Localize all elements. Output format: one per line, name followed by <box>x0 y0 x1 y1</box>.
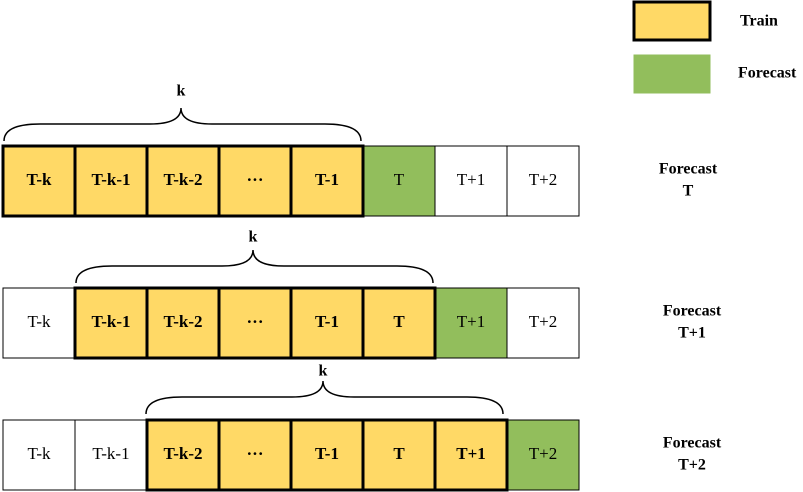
cell <box>75 420 147 490</box>
cell-label: T <box>393 312 405 331</box>
cell <box>291 146 363 216</box>
legend: Train Forecast <box>632 0 797 94</box>
cell <box>363 420 435 490</box>
cell-label: T+2 <box>529 312 557 331</box>
cell <box>435 288 507 358</box>
cell <box>507 420 579 490</box>
train-window-outline <box>73 286 437 360</box>
row-caption-line1: Forecast <box>663 435 722 452</box>
cell <box>75 288 147 358</box>
cell <box>3 146 75 216</box>
k-brace <box>75 249 434 284</box>
window-row-3: k T-k T-k-1 T-k-2 ··· T-1 T T+1 T+2 <box>2 363 722 492</box>
cell <box>75 146 147 216</box>
row-caption-line2: T+2 <box>678 457 706 474</box>
row-cells: T-k T-k-1 T-k-2 ··· T-1 T T+1 T+2 <box>1 144 580 218</box>
cell-label: T+1 <box>456 444 486 463</box>
cell-label: T-k <box>28 312 51 331</box>
cell-label: T-1 <box>315 444 339 463</box>
row-caption-line1: Forecast <box>659 161 718 178</box>
legend-forecast-swatch <box>633 54 711 94</box>
cell <box>219 420 291 490</box>
cell <box>291 420 363 490</box>
cell-label: ··· <box>246 312 263 331</box>
cell-label: T+1 <box>457 170 485 189</box>
cell <box>507 146 579 216</box>
cell <box>147 146 219 216</box>
cell <box>219 288 291 358</box>
row-cells: T-k T-k-1 T-k-2 ··· T-1 T T+1 T+2 <box>2 418 580 492</box>
k-label: k <box>319 363 328 380</box>
row-caption-line2: T+1 <box>678 325 706 342</box>
cell-label: T-k-2 <box>163 444 202 463</box>
cell <box>147 420 219 490</box>
cell <box>363 288 435 358</box>
k-label: k <box>177 83 186 100</box>
row-caption-line2: T <box>683 183 694 200</box>
window-row-2: k T-k T-k-1 T-k-2 ··· T-1 T T+1 T+2 <box>2 229 722 360</box>
cell-label: T+2 <box>529 444 557 463</box>
cell-label: T <box>394 170 405 189</box>
cell-label: ··· <box>246 170 263 189</box>
cell-label: T-k-2 <box>163 170 202 189</box>
cell <box>3 288 75 358</box>
cell-label: T-k-1 <box>91 312 130 331</box>
cell-label: T-k-1 <box>92 444 129 463</box>
cell-label: T+1 <box>457 312 485 331</box>
cell-label: T-k-2 <box>163 312 202 331</box>
cell-label: T <box>393 444 405 463</box>
cell-label: ··· <box>246 444 263 463</box>
cell <box>435 420 507 490</box>
cell-label: T-k-1 <box>91 170 130 189</box>
k-brace <box>3 107 362 142</box>
row-caption-line1: Forecast <box>663 303 722 320</box>
cell-label: T-k <box>27 170 52 189</box>
row-cells: T-k T-k-1 T-k-2 ··· T-1 T T+1 T+2 <box>2 286 580 360</box>
cell-label: T-k <box>28 444 51 463</box>
cell <box>507 288 579 358</box>
legend-train-swatch <box>632 0 712 42</box>
legend-train-label: Train <box>740 13 778 30</box>
train-window-outline <box>1 144 365 218</box>
k-label: k <box>249 229 258 246</box>
train-window-outline <box>145 418 509 492</box>
cell <box>291 288 363 358</box>
legend-forecast-label: Forecast <box>738 65 797 82</box>
cell <box>3 420 75 490</box>
cell-label: T-1 <box>315 312 339 331</box>
k-brace <box>145 380 504 415</box>
cell <box>147 288 219 358</box>
window-row-1: k T-k T-k-1 T-k-2 ··· T-1 T <box>1 83 718 218</box>
cell <box>435 146 507 216</box>
cell <box>219 146 291 216</box>
cell <box>363 146 435 216</box>
cell-label: T+2 <box>529 170 557 189</box>
cell-label: T-1 <box>315 170 339 189</box>
